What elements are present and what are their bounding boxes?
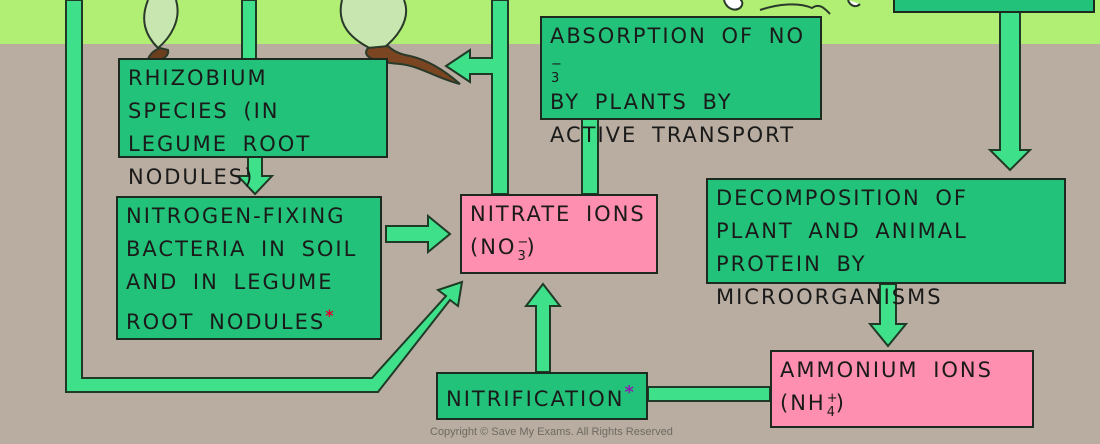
top-right-box-fragment [893,0,1095,13]
nitrogen-fixing-text: NITROGEN-FIXING BACTERIA IN SOIL AND IN … [126,204,358,334]
absorption-box: ABSORPTION OF NO −3 BY PLANTS BY ACTIVE T… [540,16,822,147]
rhizobium-text: RHIZOBIUM SPECIES (IN LEGUME ROOT NODULE… [128,66,312,189]
rhizobium-down-arrow [235,155,275,196]
plant-left-icon [143,0,179,68]
rhizobium-box: RHIZOBIUM SPECIES (IN LEGUME ROOT NODULE… [118,58,388,189]
top-right-down-arrow [987,9,1033,172]
nitrate-up-arrow [444,0,509,195]
absorption-line3: ACTIVE TRANSPORT [550,123,796,147]
ammonium-box: AMMONIUM IONS (NH+4) [770,350,1034,428]
fixing-to-nitrate-arrow [385,213,452,255]
nitrate-line1: NITRATE IONS [470,202,646,226]
absorption-line2: BY PLANTS BY [550,90,733,114]
no3-subscript: 3 [551,71,562,86]
nitrate-charge: − [517,235,531,250]
ammonium-charge: + [826,391,840,406]
nitrification-up-arrow [523,282,563,373]
ammonium-subscript: 4 [826,405,837,420]
nitrate-formula-suffix: ) [526,235,537,259]
copyright-text: Copyright © Save My Exams. All Rights Re… [430,426,673,438]
no3-charge: − [551,57,564,72]
nitrification-box: NITRIFICATION* [436,372,648,420]
ammonium-line1: AMMONIUM IONS [780,358,993,382]
red-asterisk-marker: * [325,306,336,325]
flow-arrows [65,0,1033,402]
animal-icon [723,0,861,15]
ammonium-formula-prefix: (NH [780,391,826,415]
ammonium-formula-suffix: ) [835,391,846,415]
nitrogen-fixing-box: NITROGEN-FIXING BACTERIA IN SOIL AND IN … [116,196,382,340]
ammonium-connector [647,386,771,402]
purple-asterisk-marker: * [624,382,636,403]
nitrate-box: NITRATE IONS (NO−3) [460,194,658,274]
ammonium-formula-row: (NH+4) [780,387,1024,420]
absorption-line1: ABSORPTION OF NO [550,24,805,48]
nitrification-text: NITRIFICATION [446,387,625,411]
decomposition-box: DECOMPOSITION OF PLANT AND ANIMAL PROTEI… [706,178,1066,309]
decomposition-down-arrow [867,283,909,348]
plant-middle-icon [339,0,461,85]
loop-arrow [65,0,464,393]
stem-line [241,0,257,61]
decomposition-text: DECOMPOSITION OF PLANT AND ANIMAL PROTEI… [716,186,969,309]
nitrate-formula-row: (NO−3) [470,231,648,264]
nitrate-formula-prefix: (NO [470,235,517,259]
absorption-line1-row: ABSORPTION OF NO −3 [550,20,812,86]
nitrate-subscript: 3 [517,249,528,264]
